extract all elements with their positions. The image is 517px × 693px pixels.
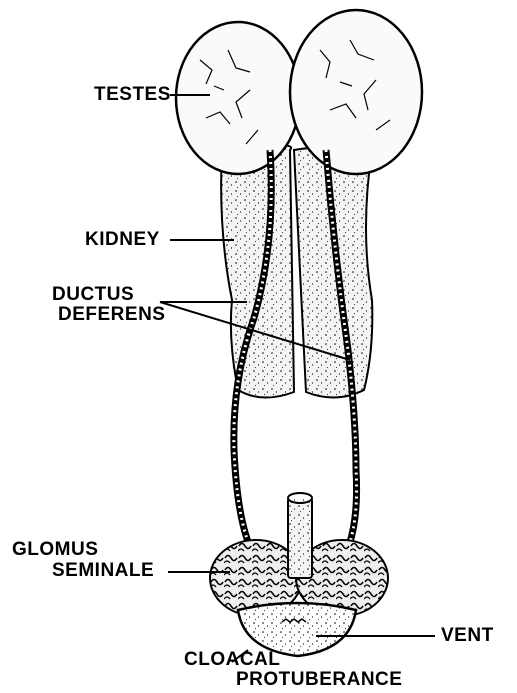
- label-glomus-line1: GLOMUS: [12, 540, 98, 560]
- label-testes: TESTES: [94, 85, 171, 105]
- label-glomus-line2: SEMINALE: [52, 561, 154, 581]
- left-kidney: [221, 145, 294, 398]
- label-cloacal-line1: CLOACAL: [184, 650, 280, 670]
- label-cloacal-line2: PROTUBERANCE: [236, 670, 402, 690]
- central-tube: [288, 493, 312, 578]
- label-ductus-line1: DUCTUS: [52, 285, 134, 305]
- right-kidney: [294, 145, 372, 398]
- label-vent: VENT: [441, 626, 494, 646]
- left-testis: [176, 22, 300, 174]
- right-testis: [290, 10, 422, 174]
- label-kidney: KIDNEY: [85, 230, 160, 250]
- label-ductus-line2: DEFERENS: [58, 305, 165, 325]
